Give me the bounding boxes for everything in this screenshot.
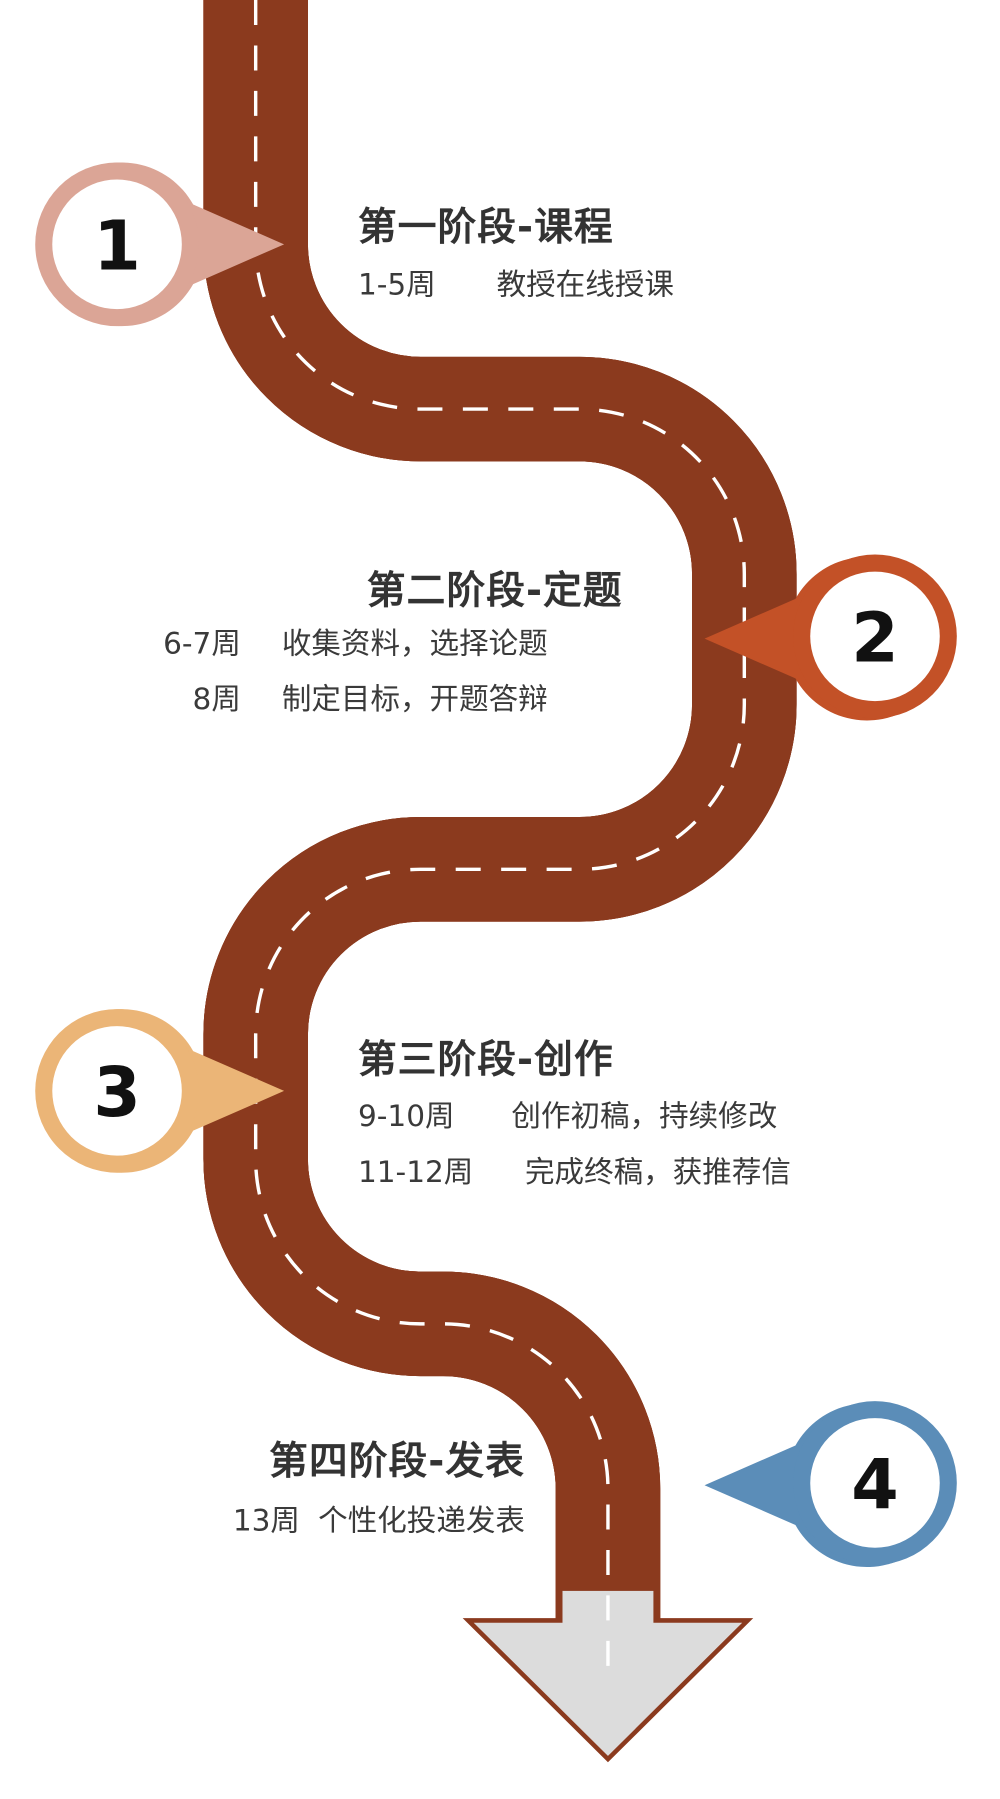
task: 制定目标，开题答辩 [281,682,548,718]
task: 个性化投递发表 [318,1504,525,1539]
week: 8周 [192,682,241,718]
stage-3-line: 11-12周 完成终稿，获推荐信 [358,1149,791,1191]
stage-2-title: 第二阶段-定题 [366,568,623,614]
week: 6-7周 [163,627,241,662]
marker-4: 4 [704,1401,957,1568]
task: 创作初稿，持续修改 [511,1099,778,1135]
stage-2-line: 8周 制定目标，开题答辩 [136,676,548,718]
task: 完成终稿，获推荐信 [524,1155,791,1190]
marker-number: 4 [851,1446,898,1525]
marker-1: 1 [35,162,285,327]
stage-4-title: 第四阶段-发表 [269,1438,525,1485]
marker-number: 2 [851,599,898,678]
marker-number: 3 [93,1054,140,1133]
marker-3: 3 [35,1009,285,1173]
stage-3-line: 9-10周 创作初稿，持续修改 [358,1093,777,1135]
week: 13周 [232,1504,300,1539]
week: 1-5周 [357,268,436,303]
marker-number: 1 [93,207,140,286]
stage-1-line: 1-5周 教授在线授课 [358,261,674,303]
task: 收集资料，选择论题 [281,627,548,662]
stage-1-title: 第一阶段-课程 [357,204,614,250]
task: 教授在线授课 [496,268,674,303]
week: 11-12周 [357,1155,474,1190]
stage-3-title: 第三阶段-创作 [357,1037,614,1083]
marker-2: 2 [704,554,957,721]
week: 9-10周 [357,1099,455,1135]
stage-2-line: 6-7周 收集资料，选择论题 [136,620,548,662]
stage-4-line: 13周个性化投递发表 [233,1498,525,1540]
